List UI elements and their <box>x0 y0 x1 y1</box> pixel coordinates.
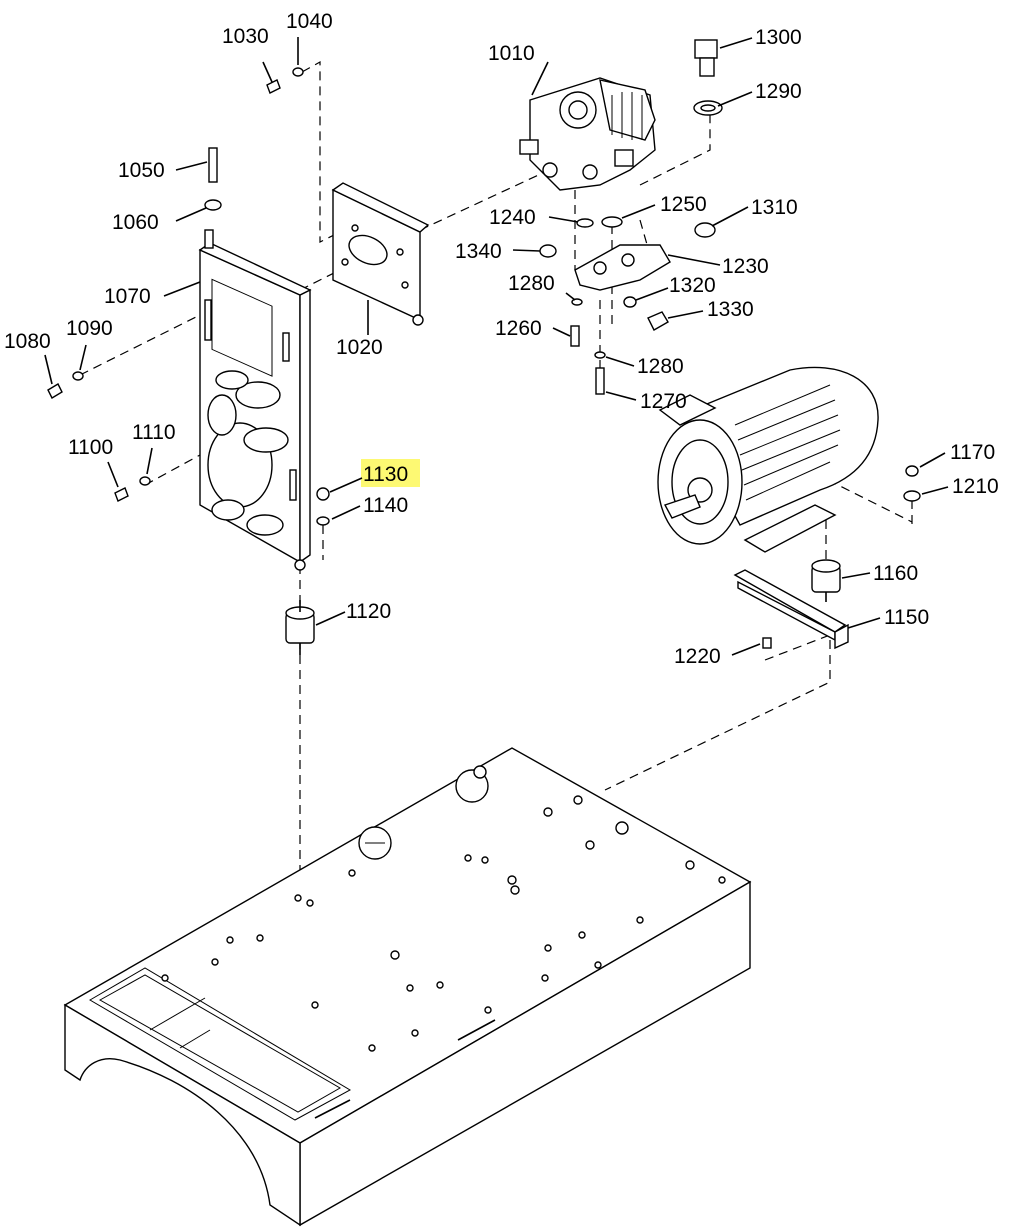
motor-rail <box>733 569 849 650</box>
screw-1080 <box>47 383 63 399</box>
callout-1230: 1230 <box>722 255 769 278</box>
callout-1280-upper: 1280 <box>508 272 555 295</box>
isolator-mounts <box>285 559 841 655</box>
screw-1220 <box>762 637 772 649</box>
callout-1300: 1300 <box>755 26 802 49</box>
pump-head <box>519 77 656 191</box>
washer-1040 <box>292 67 304 77</box>
washer-1140 <box>316 516 330 526</box>
callout-1170: 1170 <box>950 441 995 464</box>
washer-1210 <box>903 490 921 502</box>
callout-labels: 1010 1020 1030 1040 1050 1060 1070 1080 … <box>4 10 999 668</box>
callout-1040: 1040 <box>286 10 333 33</box>
callout-1120: 1120 <box>346 600 391 623</box>
callout-1150: 1150 <box>884 606 929 629</box>
bolt-1050 <box>208 147 218 183</box>
callout-1250: 1250 <box>660 193 707 216</box>
callout-1140: 1140 <box>363 494 408 517</box>
washer-1110 <box>139 476 151 486</box>
callout-1010: 1010 <box>488 42 535 65</box>
callout-1060: 1060 <box>112 211 159 234</box>
callout-1210: 1210 <box>952 475 999 498</box>
highlight-1130 <box>361 459 420 487</box>
callout-1320: 1320 <box>669 274 716 297</box>
callout-1050: 1050 <box>118 159 165 182</box>
callout-1030: 1030 <box>222 25 269 48</box>
callout-1070: 1070 <box>104 285 151 308</box>
screw-1100 <box>114 487 129 502</box>
leader-lines <box>44 37 949 656</box>
callout-1270: 1270 <box>640 390 687 413</box>
nut-1170 <box>905 465 919 477</box>
callout-1240: 1240 <box>489 206 536 229</box>
nut-1130 <box>316 487 330 501</box>
bolt-1270 <box>595 367 605 395</box>
fasteners <box>47 67 921 649</box>
callout-1110: 1110 <box>132 421 176 444</box>
washer-1280a <box>571 298 583 306</box>
washer-1060 <box>204 199 222 211</box>
bolt-1260 <box>570 325 580 347</box>
callout-1020: 1020 <box>336 336 383 359</box>
callout-1260: 1260 <box>495 317 542 340</box>
callout-1340: 1340 <box>455 240 502 263</box>
callout-1330: 1330 <box>707 298 754 321</box>
washer-1090 <box>72 371 84 381</box>
mount-plate <box>331 182 430 326</box>
manifold <box>539 216 716 331</box>
screw-1030 <box>266 79 281 94</box>
callout-1100: 1100 <box>68 436 113 459</box>
callout-1220: 1220 <box>674 645 721 668</box>
base-frame <box>63 747 752 1227</box>
fitting <box>693 39 723 116</box>
callout-1080: 1080 <box>4 330 51 353</box>
callout-1310: 1310 <box>751 196 798 219</box>
callout-1290: 1290 <box>755 80 802 103</box>
side-panel <box>198 229 312 571</box>
callout-1130: 1130 <box>363 463 408 486</box>
callout-1090: 1090 <box>66 317 113 340</box>
callout-1160: 1160 <box>873 562 918 585</box>
callout-1280-lower: 1280 <box>637 355 684 378</box>
electric-motor <box>657 366 879 553</box>
washer-1280b <box>594 351 606 359</box>
